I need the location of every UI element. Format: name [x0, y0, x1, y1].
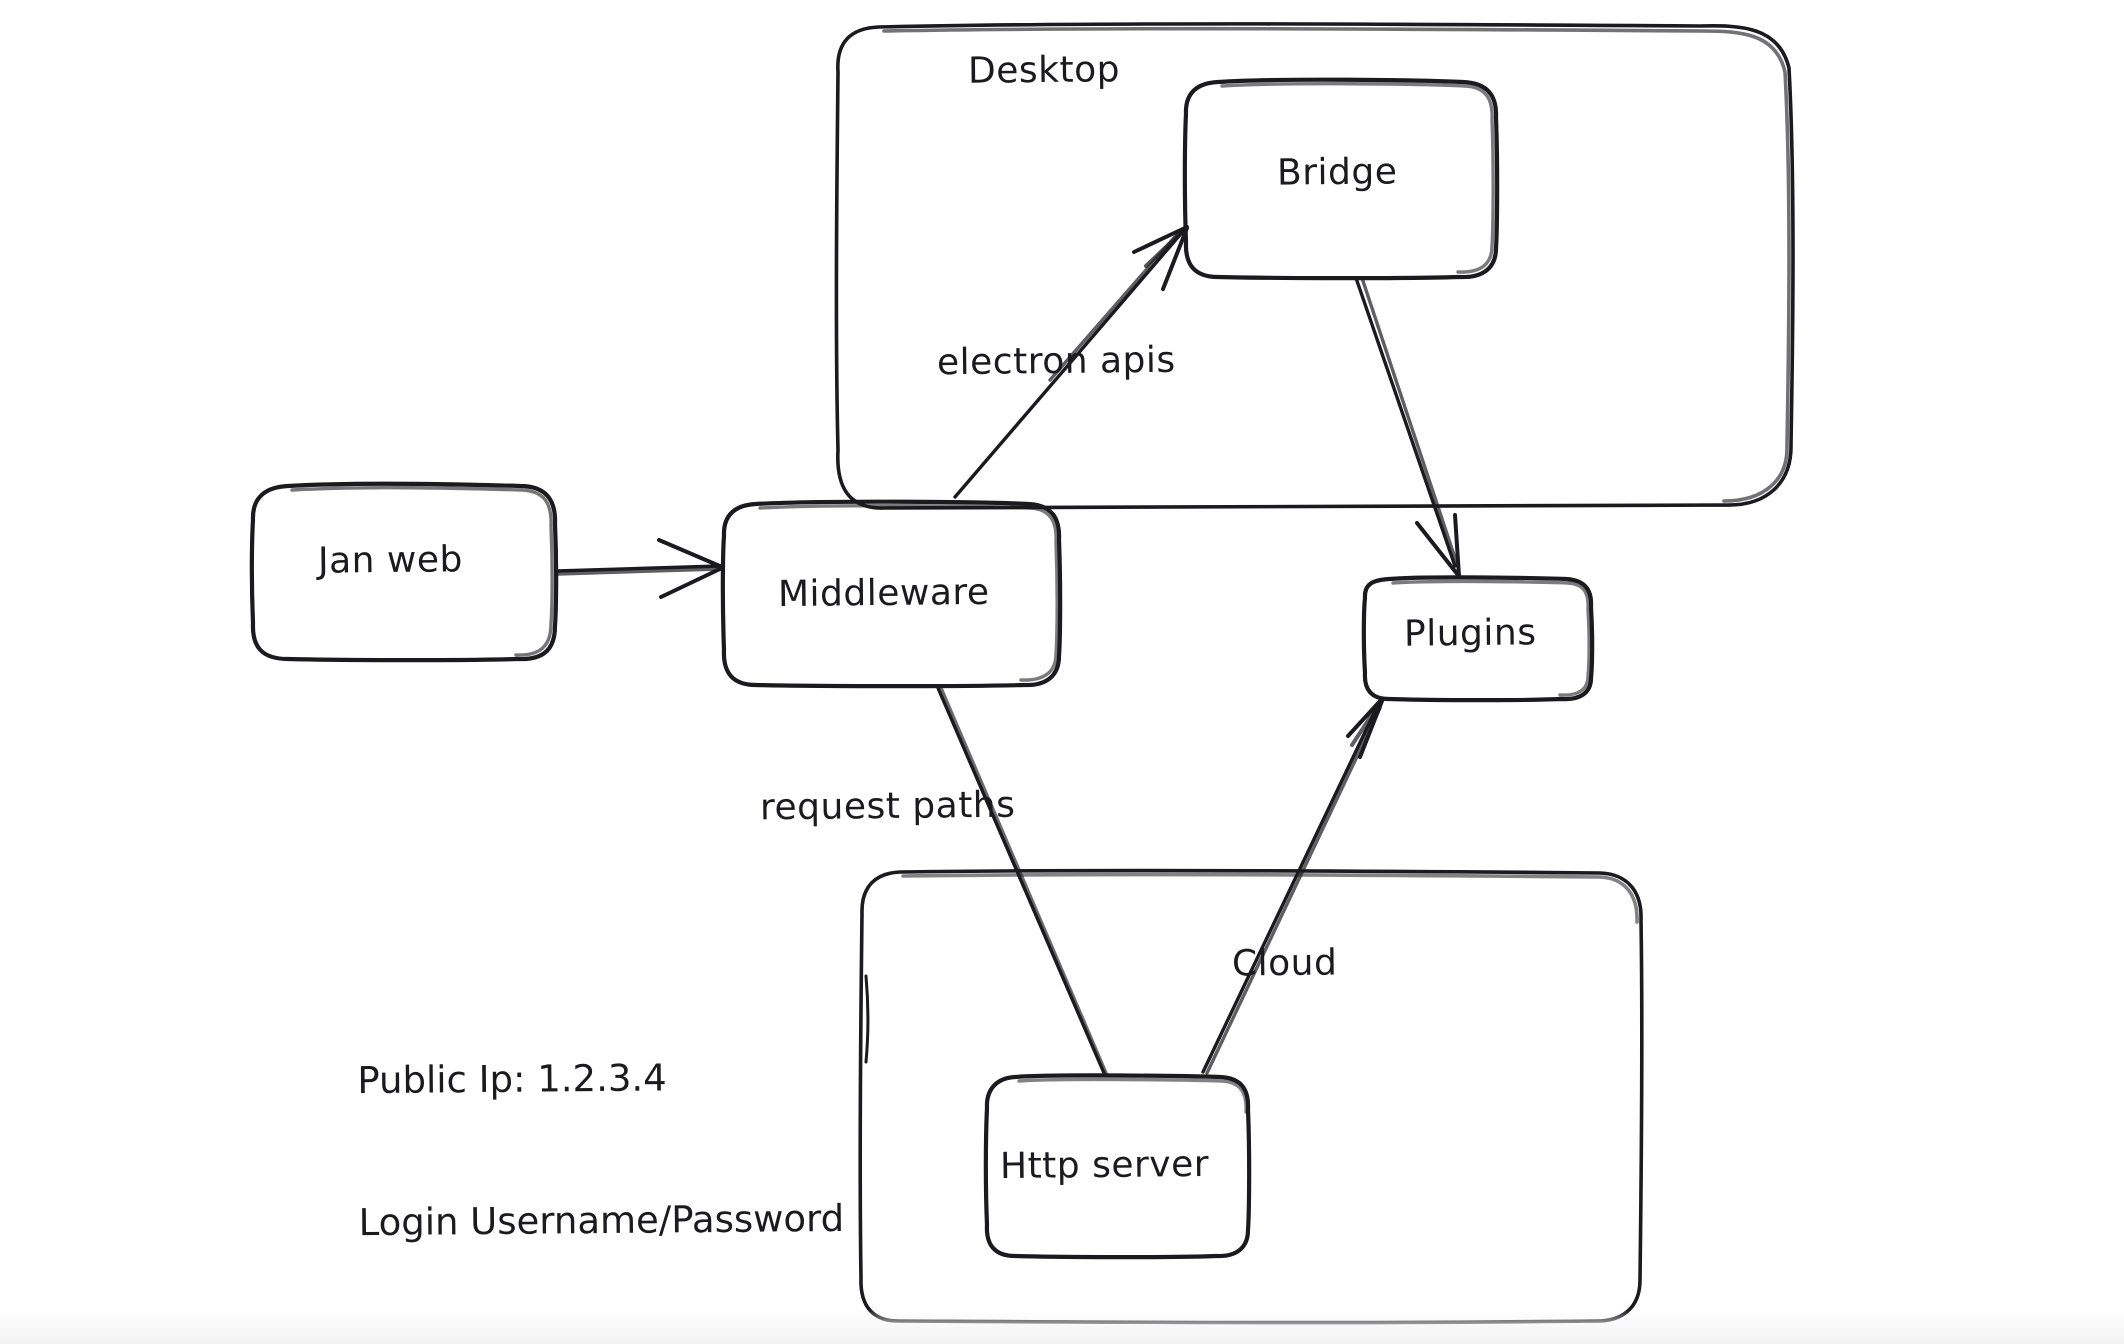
note-stray-stroke	[864, 974, 870, 1064]
edge-bridge-to-plugins	[1354, 276, 1461, 578]
edge-middleware-to-http-server	[936, 686, 1108, 1075]
edge-http-server-to-plugins	[1201, 698, 1384, 1075]
edge-jan-web-to-middleware	[555, 538, 724, 599]
node-bridge-outline[interactable]	[1182, 77, 1500, 281]
node-middleware-outline[interactable]	[720, 499, 1063, 689]
edge-middleware-to-bridge	[953, 225, 1189, 499]
group-desktop-outline	[834, 22, 1795, 510]
group-cloud-outline	[858, 868, 1644, 1325]
note-line-public-ip: Public Ip: 1.2.3.4	[357, 1056, 667, 1102]
note-line-login: Login Username/Password	[358, 1196, 845, 1244]
node-http-server-outline[interactable]	[983, 1073, 1252, 1260]
node-jan-web-outline[interactable]	[249, 481, 559, 663]
node-plugins-outline[interactable]	[1361, 575, 1595, 703]
note-public-ip-credentials: Public Ip: 1.2.3.4 Login Username/Passwo…	[356, 958, 845, 1341]
